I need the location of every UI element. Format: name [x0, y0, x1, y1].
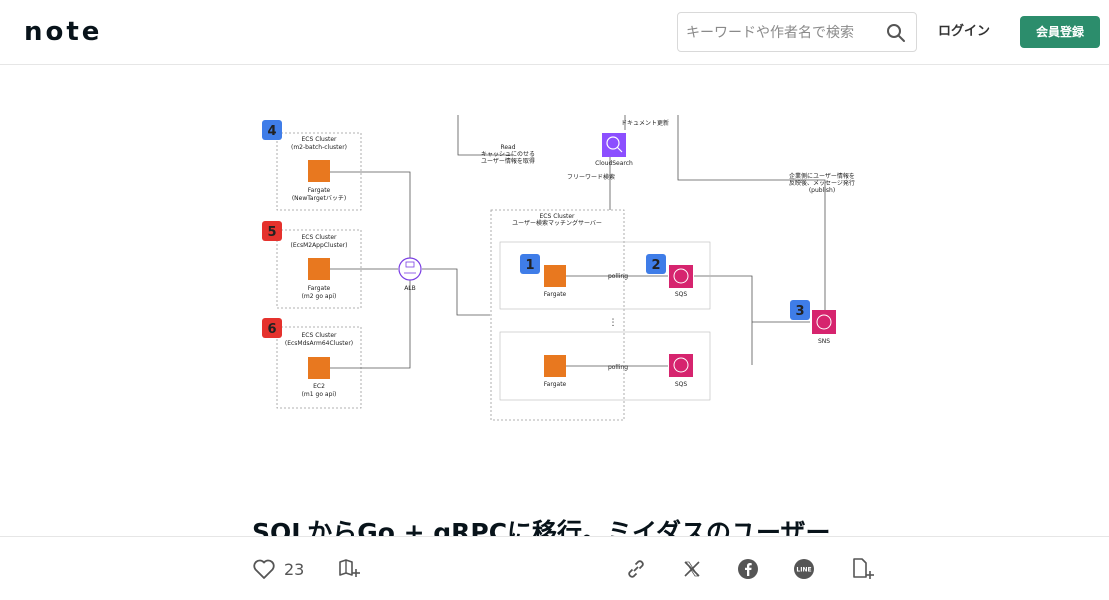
- svg-text:Fargate: Fargate: [544, 291, 567, 298]
- badge-1: 1: [525, 258, 534, 273]
- svg-text:(m2-batch-cluster): (m2-batch-cluster): [291, 144, 347, 151]
- svg-text:SNS: SNS: [818, 338, 830, 345]
- svg-text:ECS Cluster: ECS Cluster: [302, 234, 338, 241]
- svg-text:SQS: SQS: [675, 381, 688, 388]
- svg-text:ECS Cluster: ECS Cluster: [302, 136, 338, 143]
- link-icon: [628, 560, 644, 578]
- site-header: note ログイン 会員登録: [0, 0, 1109, 65]
- svg-text:Fargate: Fargate: [308, 285, 331, 292]
- svg-text:キャッシュにのせる: キャッシュにのせる: [481, 151, 535, 158]
- search-icon[interactable]: [886, 23, 906, 43]
- svg-text:LINE: LINE: [796, 567, 811, 574]
- line-icon: LINE: [794, 559, 814, 579]
- svg-text:Fargate: Fargate: [544, 381, 567, 388]
- svg-text:ALB: ALB: [404, 285, 416, 292]
- like-count: 23: [284, 559, 305, 579]
- search-box[interactable]: [677, 12, 917, 52]
- like-button[interactable]: 23: [252, 556, 304, 582]
- svg-text:polling: polling: [608, 273, 628, 280]
- svg-text:Fargate: Fargate: [308, 187, 331, 194]
- badge-5: 5: [267, 225, 276, 240]
- login-button[interactable]: ログイン: [937, 24, 990, 39]
- svg-text:polling: polling: [608, 364, 628, 371]
- embed-button[interactable]: [850, 556, 874, 582]
- svg-text:(publish): (publish): [809, 187, 835, 194]
- share-line-button[interactable]: LINE: [793, 556, 815, 582]
- svg-text:ユーザー情報を取得: ユーザー情報を取得: [481, 157, 535, 165]
- svg-text:(EcsMdsArm64Cluster): (EcsMdsArm64Cluster): [285, 340, 353, 347]
- search-input[interactable]: [686, 21, 881, 45]
- svg-text:ユーザー検索マッチングサーバー: ユーザー検索マッチングサーバー: [512, 219, 602, 227]
- cloudsearch-icon: CloudSearch: [595, 133, 633, 167]
- svg-text:企業側にユーザー情報を: 企業側にユーザー情報を: [789, 172, 855, 180]
- svg-text:(NewTargetバッチ): (NewTargetバッチ): [292, 195, 346, 202]
- add-to-magazine-button[interactable]: [337, 556, 361, 582]
- cluster-5: 5 ECS Cluster (EcsM2AppCluster) Fargate …: [262, 221, 362, 309]
- cluster-4: 4 ECS Cluster (m2-batch-cluster) Fargate…: [262, 120, 362, 211]
- svg-text:(EcsM2AppCluster): (EcsM2AppCluster): [291, 242, 348, 249]
- svg-text:ドキュメント更新: ドキュメント更新: [621, 119, 669, 127]
- share-facebook-button[interactable]: [737, 556, 759, 582]
- share-x-button[interactable]: [683, 556, 701, 582]
- badge-4: 4: [267, 124, 276, 139]
- alb-icon: ALB: [398, 257, 422, 292]
- badge-3: 3: [795, 304, 804, 319]
- sns-icon: 3 SNS: [790, 300, 836, 345]
- svg-text:(m1 go api): (m1 go api): [302, 391, 337, 398]
- cluster-6: 6 ECS Cluster (EcsMdsArm64Cluster) EC2 (…: [262, 318, 362, 409]
- title-area: SQLからGo + gRPCに移行。ミイダスのユーザー: [0, 505, 1109, 537]
- svg-text:(m2 go api): (m2 go api): [302, 293, 337, 300]
- svg-text:反映後、メッセージ発行: 反映後、メッセージ発行: [789, 179, 855, 187]
- svg-text:フリーワード検索: フリーワード検索: [567, 173, 615, 181]
- svg-text:EC2: EC2: [313, 383, 325, 390]
- badge-2: 2: [651, 258, 660, 273]
- svg-text:SQS: SQS: [675, 291, 688, 298]
- center-cluster: ECS Cluster ユーザー検索マッチングサーバー ⋮ 1 Fargate …: [490, 209, 711, 421]
- badge-6: 6: [267, 322, 276, 337]
- document-add-icon: [853, 558, 874, 579]
- facebook-icon: [738, 559, 758, 579]
- heart-icon: [253, 559, 275, 579]
- bottom-action-bar: 23 LINE: [0, 536, 1109, 600]
- svg-text:⋮: ⋮: [609, 318, 618, 328]
- copy-link-button[interactable]: [624, 556, 648, 582]
- article-title: SQLからGo + gRPCに移行。ミイダスのユーザー: [252, 518, 831, 537]
- magazine-add-icon: [339, 559, 360, 577]
- architecture-diagram: 4 ECS Cluster (m2-batch-cluster) Fargate…: [262, 115, 855, 421]
- svg-text:ECS Cluster: ECS Cluster: [540, 213, 576, 220]
- svg-text:ECS Cluster: ECS Cluster: [302, 332, 338, 339]
- svg-text:CloudSearch: CloudSearch: [595, 160, 633, 167]
- x-logo-icon: [684, 561, 700, 577]
- signup-button[interactable]: 会員登録: [1020, 16, 1100, 48]
- note-logo[interactable]: note: [24, 17, 103, 47]
- svg-text:Read: Read: [500, 144, 515, 151]
